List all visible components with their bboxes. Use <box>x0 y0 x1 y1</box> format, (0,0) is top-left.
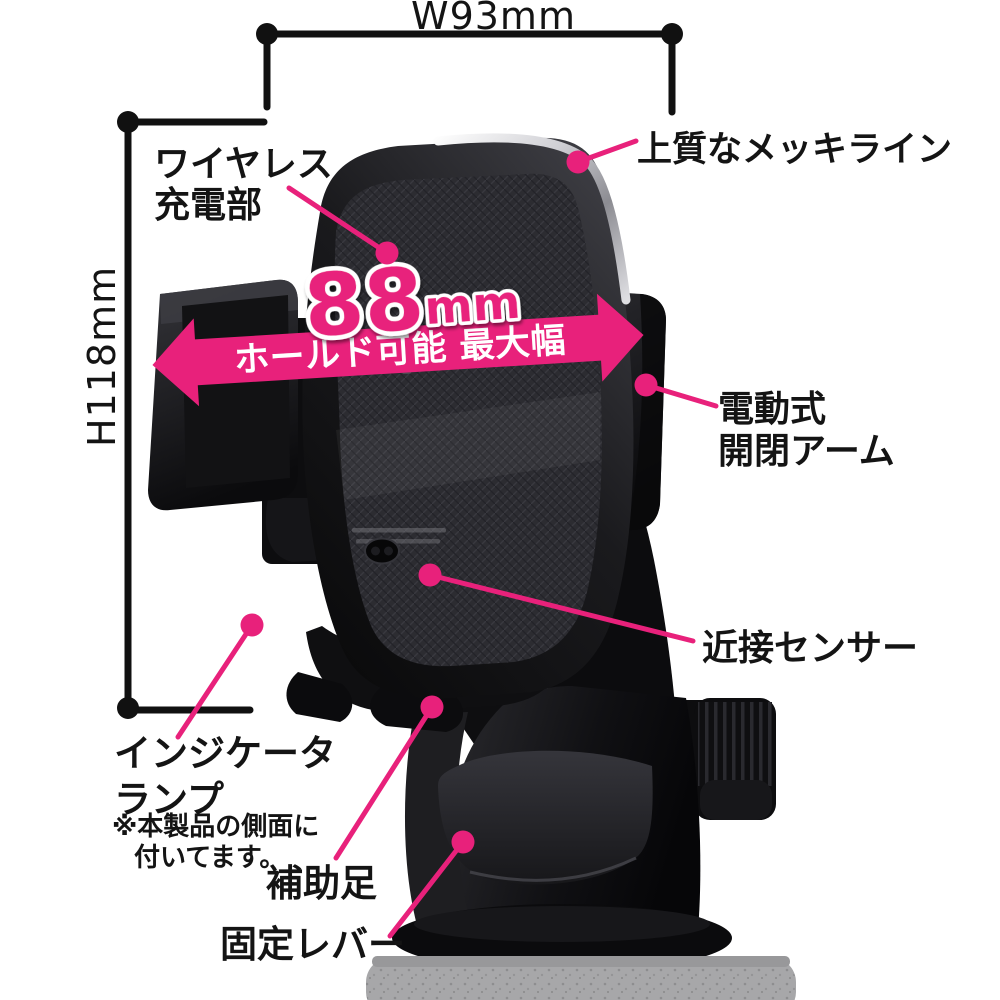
hold-width-unit: mm <box>423 275 522 336</box>
callout-motorized-arm: 電動式 開閉アーム <box>718 389 895 473</box>
indicator-lamp-note-line2: 付いてます。 <box>134 843 286 873</box>
leader-auxiliary-foot <box>333 695 444 861</box>
height-dimension-line <box>117 111 268 719</box>
callout-proximity-sensor: 近接センサー <box>702 628 919 669</box>
width-dimension-label: W93mm <box>411 0 576 38</box>
callout-leaders <box>175 138 719 939</box>
left-arm <box>148 279 298 511</box>
lock-knob <box>694 698 776 820</box>
callout-motorized-arm-line2: 開閉アーム <box>718 431 895 472</box>
foot-left <box>286 672 353 722</box>
height-dimension-label: H118mm <box>80 265 124 447</box>
leader-indicator-lamp <box>175 613 264 740</box>
leader-motorized-arm <box>634 373 719 409</box>
indicator-lamp-note: ※本製品の側面に 付いてます。 <box>112 812 319 874</box>
proximity-sensor-part <box>364 537 400 565</box>
suction-cup-rim <box>414 906 710 942</box>
wireless-charging-face <box>334 173 602 667</box>
leader-plating-line <box>566 138 639 174</box>
width-dimension-line <box>256 23 683 116</box>
callout-wireless-charging-line1: ワイヤレス <box>154 144 333 185</box>
hold-width-value: 88 mm <box>296 245 525 362</box>
callout-plating-line: 上質なメッキライン <box>637 130 953 170</box>
callout-motorized-arm-line1: 電動式 <box>718 389 827 430</box>
callout-fixing-lever: 固定レバー <box>220 923 405 966</box>
phone-holder-product <box>148 133 796 1000</box>
leader-wireless-charging <box>286 185 399 265</box>
face-gloss <box>336 392 601 500</box>
callout-indicator-lamp-line1: インジケータ <box>114 732 336 775</box>
callout-wireless-charging: ワイヤレス 充電部 <box>154 144 333 226</box>
hold-width-number: 88 <box>301 249 427 357</box>
callout-indicator-lamp-line2: ランプ <box>114 778 224 821</box>
gel-base-pad <box>366 956 796 1000</box>
callout-wireless-charging-line2: 充電部 <box>154 185 263 226</box>
leader-fixing-lever <box>387 830 475 939</box>
leader-proximity-sensor <box>418 563 696 644</box>
callout-indicator-lamp: インジケータ ランプ <box>114 731 336 823</box>
callout-auxiliary-foot: 補助足 <box>266 862 377 905</box>
indicator-lamp-note-line1: ※本製品の側面に <box>112 812 320 842</box>
fixing-lever-part <box>438 750 653 885</box>
